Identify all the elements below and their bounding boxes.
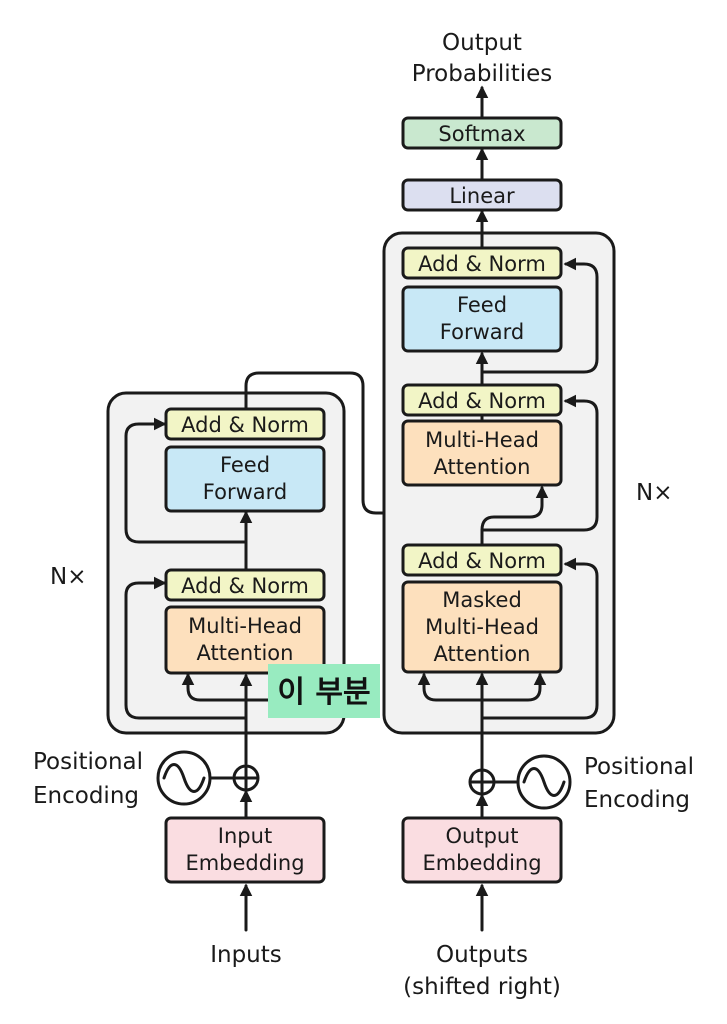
encoder-positional-label-1: Positional [33, 749, 143, 775]
encoder-feed-forward: Feed Forward [164, 445, 326, 513]
decoder-positional-label-2: Encoding [584, 787, 690, 813]
encoder-add-norm-bottom-label: Add & Norm [181, 574, 309, 598]
decoder-masked-multi-head-attention: Masked Multi-Head Attention [401, 580, 563, 674]
decoder-nx-label: N× [636, 480, 672, 506]
encoder-attention-label-2: Attention [197, 641, 294, 665]
decoder-embedding-label-2: Embedding [422, 851, 541, 875]
decoder-add-norm-top: Add & Norm [401, 246, 563, 280]
encoder-positional-encoding: Positional Encoding [33, 749, 260, 809]
encoder-feed-forward-label-1: Feed [220, 453, 270, 477]
outputs-label-2: (shifted right) [403, 974, 561, 1000]
decoder-attention-label-1: Multi-Head [425, 428, 539, 452]
encoder-attention-label-1: Multi-Head [188, 614, 302, 638]
decoder-masked-label-3: Attention [434, 642, 531, 666]
linear-label: Linear [449, 184, 515, 208]
output-probabilities-label-1: Output [442, 30, 522, 56]
annotation-text: 이 부분 [277, 675, 370, 710]
encoder-feed-forward-label-2: Forward [203, 480, 287, 504]
encoder-add-norm-bottom: Add & Norm [164, 568, 326, 602]
decoder-feed-forward-label-2: Forward [440, 320, 524, 344]
decoder-add-norm-bottom: Add & Norm [401, 543, 563, 577]
encoder-embedding-label-1: Input [218, 824, 272, 848]
decoder-add-norm-mid: Add & Norm [401, 383, 563, 417]
encoder-input-embedding: Input Embedding [164, 816, 326, 884]
decoder-output-embedding: Output Embedding [401, 816, 563, 884]
encoder-add-norm-top-label: Add & Norm [181, 413, 309, 437]
softmax-layer: Softmax [401, 116, 563, 150]
decoder-add-norm-bottom-label: Add & Norm [418, 549, 546, 573]
decoder-add-norm-mid-label: Add & Norm [418, 389, 546, 413]
output-probabilities-label-2: Probabilities [412, 61, 553, 87]
encoder-nx-label: N× [50, 564, 86, 590]
encoder-positional-label-2: Encoding [33, 783, 139, 809]
decoder-feed-forward: Feed Forward [401, 285, 563, 353]
decoder-add-norm-top-label: Add & Norm [418, 252, 546, 276]
outputs-label-1: Outputs [436, 942, 528, 968]
decoder-positional-encoding: Positional Encoding [468, 754, 694, 813]
decoder-masked-label-2: Multi-Head [425, 615, 539, 639]
decoder-feed-forward-label-1: Feed [457, 293, 507, 317]
softmax-label: Softmax [438, 122, 525, 146]
encoder-add-norm-top: Add & Norm [164, 407, 326, 441]
linear-layer: Linear [401, 178, 563, 212]
decoder-positional-label-1: Positional [584, 754, 694, 780]
decoder-multi-head-attention: Multi-Head Attention [401, 419, 563, 487]
decoder-wires [417, 85, 599, 932]
encoder-multi-head-attention: Multi-Head Attention [164, 605, 326, 675]
inputs-label: Inputs [210, 942, 282, 968]
decoder-embedding-label-1: Output [446, 824, 519, 848]
annotation-highlight: 이 부분 [268, 664, 380, 718]
decoder-attention-label-2: Attention [434, 455, 531, 479]
encoder-embedding-label-2: Embedding [185, 851, 304, 875]
decoder-masked-label-1: Masked [442, 588, 522, 612]
